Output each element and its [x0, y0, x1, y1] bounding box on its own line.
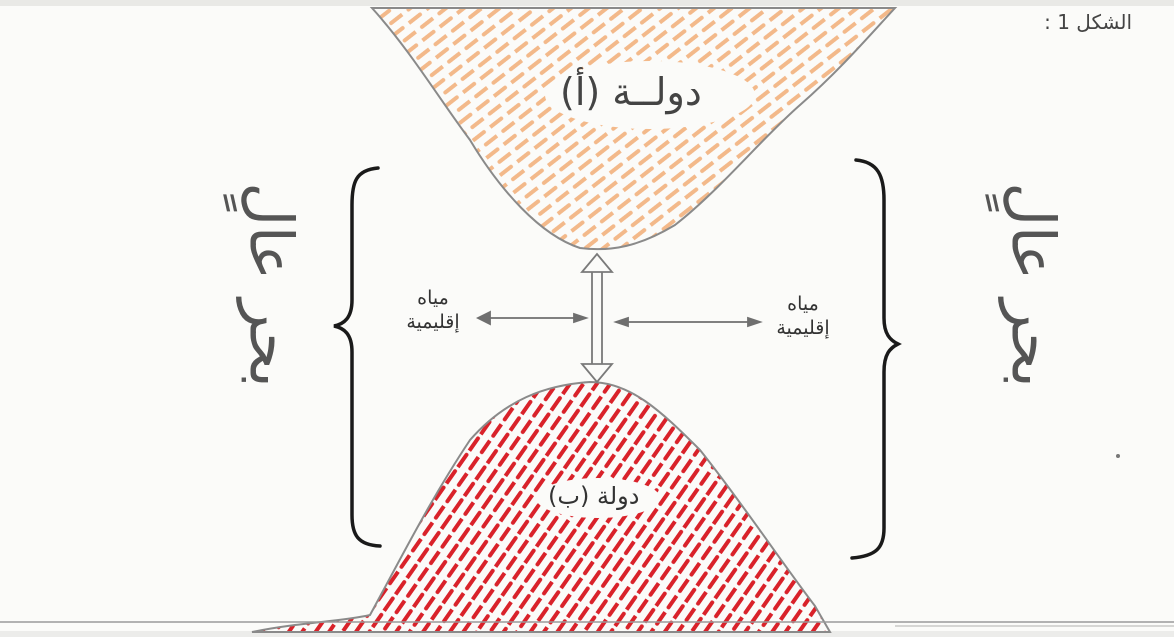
state-a-shape	[372, 8, 895, 249]
state-b-label: دولة (ب)	[548, 482, 639, 510]
territorial-waters-right-label: مياه إقليمية	[758, 292, 848, 340]
paper-top-edge	[0, 0, 1174, 6]
left-brace	[334, 168, 380, 546]
left-water-arrow-icon	[478, 312, 586, 324]
stray-mark	[1116, 454, 1120, 458]
state-a-label: دولــة (أ)	[560, 70, 702, 114]
right-water-arrow-icon	[616, 318, 760, 326]
high-sea-left-label: بحر عالٍ	[236, 182, 306, 387]
right-brace	[852, 160, 898, 558]
territorial-waters-left-label: مياه إقليمية	[388, 286, 478, 334]
figure-label: الشكل 1 :	[1044, 10, 1132, 34]
high-sea-right-label: بحر عالٍ	[998, 182, 1068, 387]
state-b-shape	[252, 382, 830, 632]
